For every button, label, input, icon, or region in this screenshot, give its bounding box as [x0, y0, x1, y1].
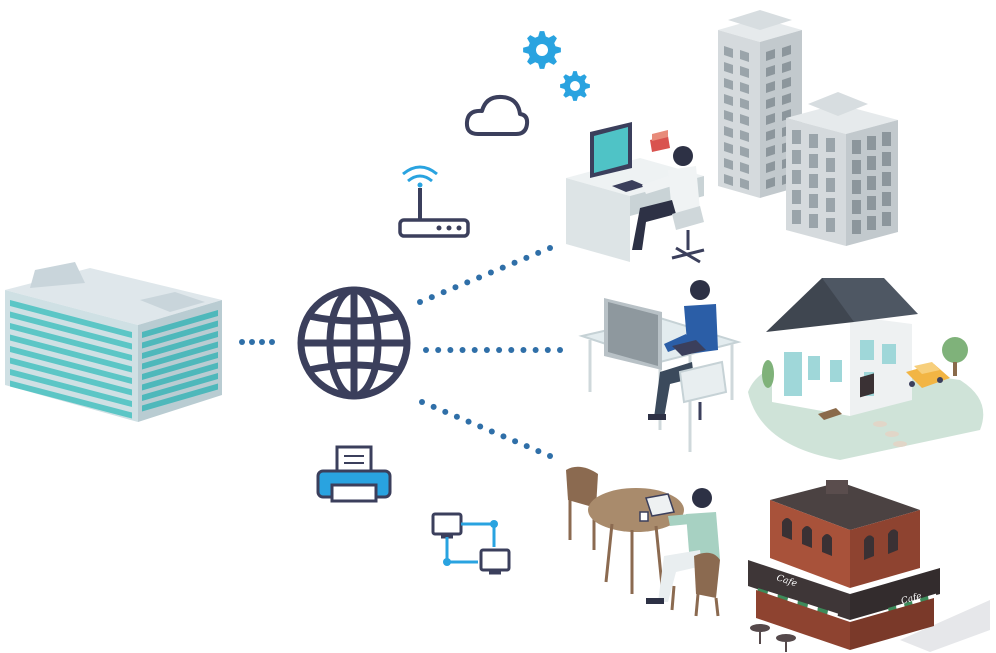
- office-worker: [566, 0, 705, 264]
- network-icon: [431, 512, 511, 575]
- printer-icon: [316, 445, 392, 503]
- office-building: [5, 262, 222, 422]
- globe-icon: [297, 286, 411, 400]
- city-buildings: [718, 10, 898, 246]
- wifi-router-icon: [398, 165, 470, 238]
- cloud-icon: [464, 94, 530, 136]
- cafe-building: Cafe Cafe: [748, 373, 990, 652]
- home-worker: [578, 280, 742, 452]
- connector-lines: [239, 245, 563, 459]
- cafe-worker: [566, 466, 720, 617]
- house: [748, 278, 984, 460]
- gear-icon: [523, 31, 590, 101]
